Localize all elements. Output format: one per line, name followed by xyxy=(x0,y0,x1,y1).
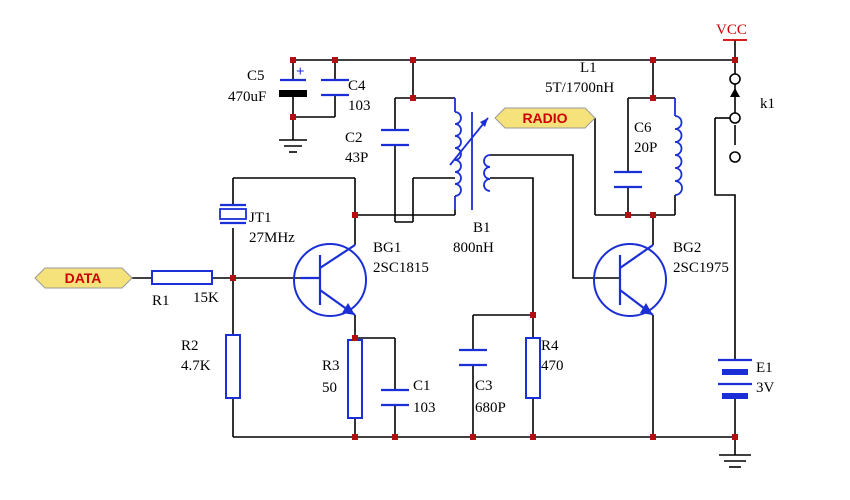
c1-label: C1 xyxy=(413,378,431,394)
jt1-value: 27MHz xyxy=(249,230,295,246)
junction-nodes xyxy=(230,57,738,440)
c2-value: 43P xyxy=(345,150,368,166)
c4-value: 103 xyxy=(348,98,371,114)
capacitor-c6 xyxy=(614,170,642,189)
r4-value: 470 xyxy=(541,358,564,374)
c5-polarity: + xyxy=(296,64,305,80)
r3-value: 50 xyxy=(322,380,337,396)
c2-label: C2 xyxy=(345,130,363,146)
bg2-value: 2SC1975 xyxy=(673,260,729,276)
l1-label: L1 xyxy=(580,60,597,76)
component-labels: VCC C5 470uF + C4 103 C2 43P L1 5T/1700n… xyxy=(152,22,775,416)
ground-symbol-bottom xyxy=(719,454,751,468)
e1-value: 3V xyxy=(756,380,775,396)
capacitor-c5 xyxy=(279,78,307,97)
c3-label: C3 xyxy=(475,378,493,394)
radio-port-label: RADIO xyxy=(522,110,567,126)
resistor-r4 xyxy=(525,337,541,399)
c5-label: C5 xyxy=(247,68,265,84)
bg2-label: BG2 xyxy=(673,240,701,256)
capacitor-c1 xyxy=(381,388,409,407)
l1-value: 5T/1700nH xyxy=(545,80,614,96)
b1-label: B1 xyxy=(473,220,491,236)
vcc-label: VCC xyxy=(716,22,747,38)
transistor-bg1 xyxy=(293,243,367,317)
data-port-label: DATA xyxy=(65,270,102,286)
r3-label: R3 xyxy=(322,358,340,374)
data-port-tag: DATA xyxy=(34,267,133,289)
b1-value: 800nH xyxy=(453,240,494,256)
switch-k1 xyxy=(715,73,741,163)
wires xyxy=(130,40,736,455)
battery-e1 xyxy=(718,358,752,399)
k1-label: k1 xyxy=(760,96,775,112)
c6-label: C6 xyxy=(634,120,652,136)
jt1-label: JT1 xyxy=(249,210,272,226)
r1-label: R1 xyxy=(152,293,170,309)
resistor-r3 xyxy=(347,339,363,419)
c4-label: C4 xyxy=(348,78,366,94)
inductor-l1 xyxy=(674,98,683,196)
c5-value: 470uF xyxy=(228,89,266,105)
crystal-jt1 xyxy=(219,203,247,225)
r2-label: R2 xyxy=(181,338,199,354)
e1-label: E1 xyxy=(756,360,773,376)
transformer-b1 xyxy=(449,98,491,210)
capacitor-c3 xyxy=(459,348,487,367)
r2-value: 4.7K xyxy=(181,358,211,374)
capacitor-c2 xyxy=(381,128,409,147)
c3-value: 680P xyxy=(475,400,506,416)
ground-symbol-top xyxy=(279,139,307,153)
r1-value: 15K xyxy=(193,290,219,306)
resistor-r2 xyxy=(225,334,241,399)
capacitor-c4 xyxy=(321,78,349,97)
radio-port-tag: RADIO xyxy=(494,107,596,129)
r4-label: R4 xyxy=(541,338,559,354)
c6-value: 20P xyxy=(634,140,657,156)
bg1-label: BG1 xyxy=(373,240,401,256)
resistor-r1 xyxy=(151,270,213,285)
c1-value: 103 xyxy=(413,400,436,416)
bg1-value: 2SC1815 xyxy=(373,260,429,276)
transistor-bg2 xyxy=(593,243,667,317)
